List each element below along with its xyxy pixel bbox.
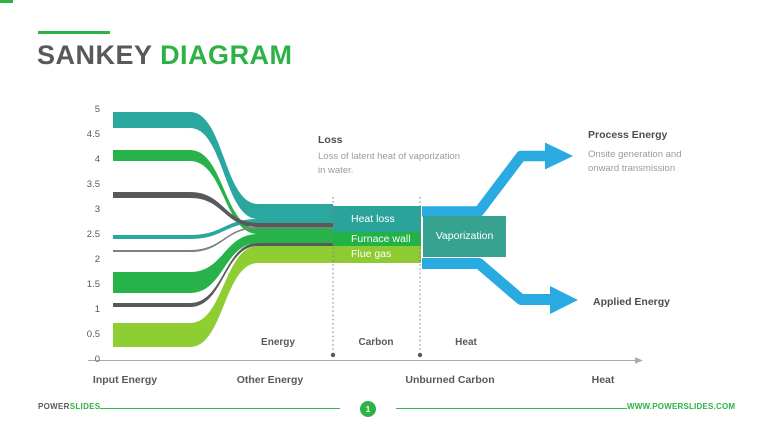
- y-axis-tick-0: 0: [94, 354, 100, 365]
- process-energy-line1: Onsite generation and: [588, 149, 682, 160]
- y-axis-tick-4: 4: [94, 154, 100, 165]
- website-link: WWW.POWERSLIDES.COM: [627, 402, 736, 411]
- y-axis-tick-5: 5: [94, 104, 100, 115]
- stage-label-other-energy: Other Energy: [236, 374, 304, 386]
- separator-dot-2: [417, 352, 423, 358]
- flow-heat-loss-main: [113, 112, 333, 219]
- corner-accent-mark: [0, 0, 13, 3]
- brand-logo: POWERSLIDES: [38, 402, 100, 411]
- x-axis-arrowhead-icon: [635, 357, 643, 364]
- y-axis-tick-2.5: 2.5: [86, 229, 100, 240]
- flow-furnace-wall-minor: [113, 150, 333, 234]
- node-box-heat-loss: [333, 206, 421, 232]
- page-title-primary: SANKEY: [37, 40, 153, 70]
- process-energy-flow: [422, 150, 546, 217]
- page-title-secondary: DIAGRAM: [160, 40, 293, 70]
- node-label-heat-loss: Heat loss: [351, 213, 395, 225]
- y-axis-tick-0.5: 0.5: [86, 329, 100, 340]
- stage-label-input-energy: Input Energy: [92, 374, 158, 386]
- node-label-flue-gas: Flue gas: [351, 248, 392, 260]
- y-axis-tick-3: 3: [94, 204, 100, 215]
- flow-unburned-carbon-b: [113, 243, 333, 307]
- y-axis-tick-3.5: 3.5: [86, 179, 100, 190]
- node-box-flue-gas: [333, 246, 421, 263]
- footer-divider-right: [396, 408, 627, 409]
- applied-energy-title: Applied Energy: [593, 296, 671, 308]
- node-box-furnace-wall: [333, 232, 421, 246]
- process-energy-body: Onsite generation and onward transmissio…: [588, 148, 681, 176]
- flow-unburned-carbon-thin: [113, 227, 333, 252]
- page-title: SANKEY DIAGRAM: [37, 42, 293, 69]
- separator-dot-1: [330, 352, 336, 358]
- process-energy-arrowhead-icon: [545, 142, 573, 170]
- segment-label-carbon: Carbon: [358, 337, 394, 348]
- node-label-vaporization: Vaporization: [435, 230, 494, 242]
- footer-divider-left: [100, 408, 340, 409]
- y-axis-tick-1: 1: [94, 304, 100, 315]
- page-number-badge: 1: [360, 401, 376, 417]
- flow-heat-loss-minor: [113, 219, 333, 239]
- stage-label-heat: Heat: [591, 374, 615, 386]
- process-energy-title: Process Energy: [588, 129, 668, 141]
- loss-annotation-body: Loss of latent heat of vaporization in w…: [318, 150, 460, 178]
- flow-unburned-carbon-a: [113, 192, 333, 227]
- node-label-furnace-wall: Furnace wall: [351, 233, 411, 245]
- process-energy-line2: onward transmission: [588, 163, 676, 174]
- brand-logo-primary: POWER: [38, 402, 70, 411]
- flow-flue-gas: [113, 246, 333, 347]
- segment-label-heat: Heat: [455, 337, 477, 348]
- flow-furnace-wall-main: [113, 234, 333, 293]
- applied-energy-flow: [422, 258, 551, 305]
- segment-label-energy: Energy: [261, 337, 295, 348]
- node-box-vaporization: [423, 216, 506, 257]
- loss-annotation-line2: in water.: [318, 165, 354, 176]
- loss-annotation-line1: Loss of latent heat of vaporization: [318, 151, 461, 162]
- loss-annotation-title: Loss: [318, 134, 343, 146]
- title-accent-bar: [38, 31, 110, 34]
- brand-logo-secondary: SLIDES: [69, 402, 101, 411]
- stage-label-unburned-carbon: Unburned Carbon: [405, 374, 495, 386]
- y-axis-tick-4.5: 4.5: [86, 129, 100, 140]
- y-axis-tick-2: 2: [94, 254, 100, 265]
- applied-energy-arrowhead-icon: [550, 286, 578, 314]
- y-axis-tick-1.5: 1.5: [86, 279, 100, 290]
